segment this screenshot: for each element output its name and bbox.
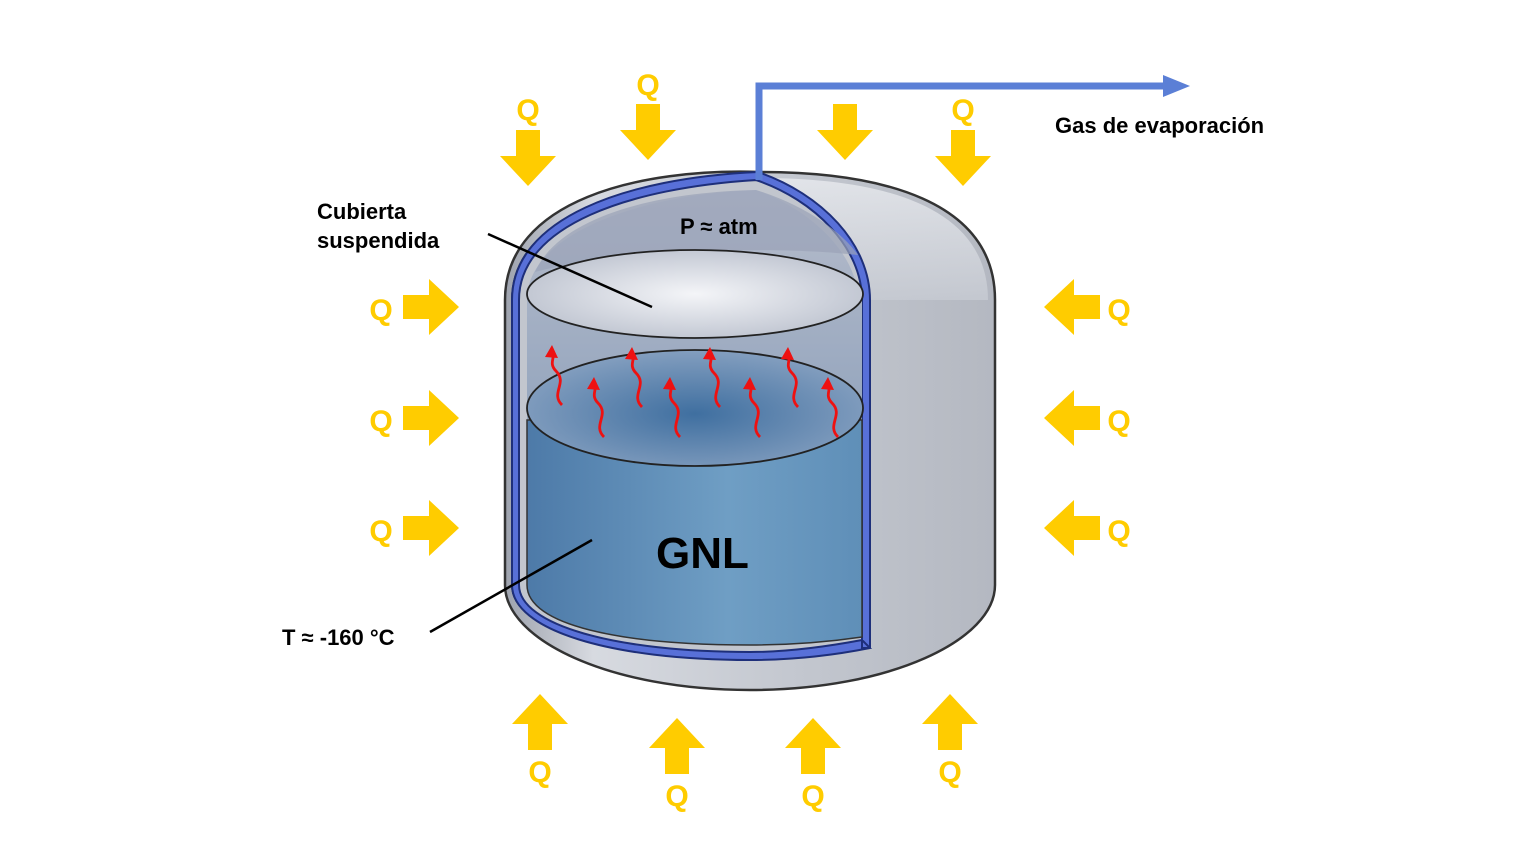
heat-arrow-icon — [922, 694, 978, 750]
wavy-arrowhead-icon — [663, 377, 676, 390]
wavy-arrowhead-icon — [545, 345, 558, 358]
gas-label: Gas de evaporación — [1055, 113, 1264, 138]
wavy-arrowhead-icon — [587, 377, 600, 390]
blue-liner — [511, 170, 873, 662]
heat-q-label: Q — [1107, 294, 1130, 327]
temperature-leader-line — [429, 538, 593, 634]
heat-q-label: Q — [369, 405, 392, 438]
heat-arrow-icon — [817, 104, 873, 160]
heat-q-label: Q — [1107, 405, 1130, 438]
evaporation-arrows — [545, 345, 840, 438]
boil-off-pipe — [755, 75, 1190, 180]
cover-label-line1: Cubierta — [317, 199, 407, 224]
liquid-surface — [526, 349, 864, 467]
wavy-arrowhead-icon — [743, 377, 756, 390]
heat-q-label: Q — [369, 515, 392, 548]
tank-cutaway — [511, 170, 873, 662]
liquid-label: GNL — [656, 529, 749, 578]
heat-q-label: Q — [636, 69, 659, 102]
heat-arrow-icon — [620, 104, 676, 160]
heat-q-label: Q — [369, 294, 392, 327]
heat-arrow-icon — [512, 694, 568, 750]
tank-dome-highlight — [760, 178, 988, 300]
heat-q-label: Q — [951, 94, 974, 127]
heat-arrow-icon — [1044, 279, 1100, 335]
temperature-label: T ≈ -160 °C — [282, 625, 395, 650]
heat-arrow-icon — [1044, 390, 1100, 446]
cover-leader-line — [487, 232, 653, 309]
suspended-cover — [526, 249, 864, 339]
pipe-line — [755, 82, 1168, 180]
dome-inner-cap — [535, 190, 858, 272]
heat-arrow-icon — [403, 279, 459, 335]
heat-q-label: Q — [938, 756, 961, 789]
heat-arrow-icon — [403, 390, 459, 446]
heat-flux-arrows: Q Q Q Q Q Q Q Q Q Q Q Q Q — [369, 69, 1130, 813]
heat-arrow-icon — [500, 130, 556, 186]
heat-arrow-icon — [649, 718, 705, 774]
cover-label-line2: suspendida — [317, 228, 440, 253]
heat-arrow-icon — [403, 500, 459, 556]
wavy-arrowhead-icon — [781, 347, 794, 360]
heat-arrow-icon — [1044, 500, 1100, 556]
wavy-arrowhead-icon — [625, 347, 638, 360]
heat-arrow-icon — [935, 130, 991, 186]
heat-q-label: Q — [665, 780, 688, 813]
wavy-arrowhead-icon — [703, 347, 716, 360]
liquid-body — [526, 419, 863, 646]
wavy-arrowhead-icon — [821, 377, 834, 390]
heat-q-label: Q — [528, 756, 551, 789]
heat-q-label: Q — [516, 94, 539, 127]
pressure-label: P ≈ atm — [680, 214, 758, 239]
heat-q-label: Q — [1107, 515, 1130, 548]
pipe-arrowhead-icon — [1163, 75, 1190, 97]
heat-arrow-icon — [785, 718, 841, 774]
heat-q-label: Q — [801, 780, 824, 813]
